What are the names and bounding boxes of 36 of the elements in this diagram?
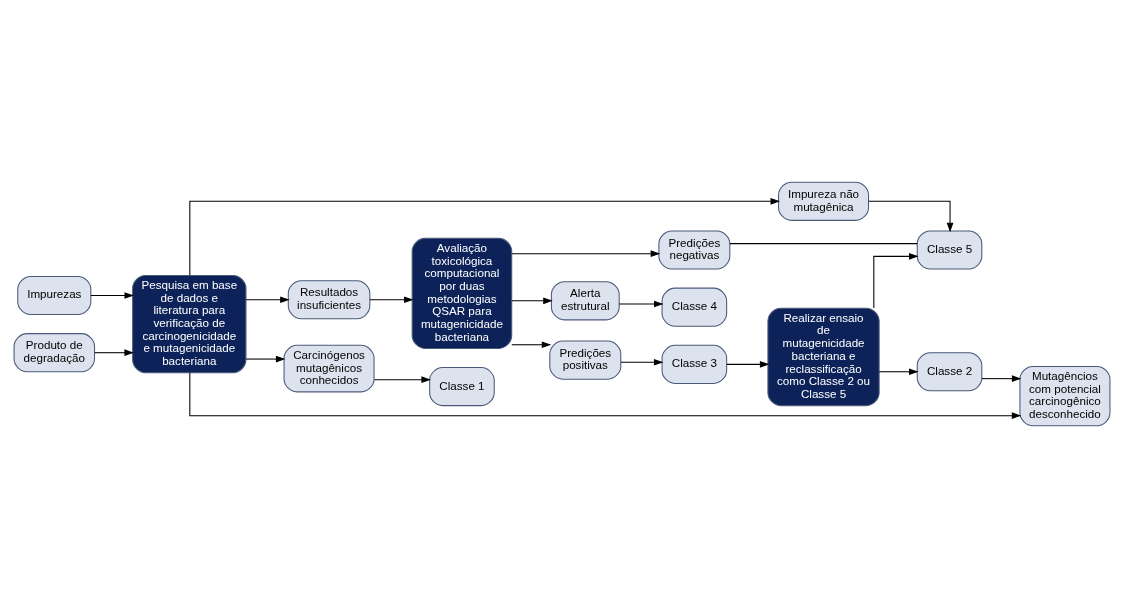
arrow	[245, 355, 286, 363]
arrow	[373, 376, 431, 384]
arrow	[620, 358, 664, 366]
node-box: Classe 4	[661, 287, 728, 327]
arrow	[878, 368, 919, 376]
arrow	[981, 375, 1022, 382]
arrow	[90, 292, 134, 299]
node-box: Classe 1	[429, 367, 495, 407]
connector	[729, 243, 918, 245]
node-box: Realizar ensaio de mutagenicidade bacteriana e reclassificação como Classe 2 ou Classe 5	[767, 307, 880, 407]
arrow	[189, 372, 1022, 420]
arrow	[511, 341, 552, 349]
node-box: Pesquisa em base de dados e literatura para verificação de carcinogenicidade e mutagenicidade bacteriana	[132, 274, 247, 374]
node-box: Classe 3	[661, 344, 728, 384]
node-box: Predições positivas	[549, 340, 622, 380]
arrow	[511, 297, 553, 305]
node-box: Alerta estrutural	[550, 281, 620, 321]
node-box: Classe 5	[916, 230, 983, 270]
node-box: Carcinógenos mutagênicos conhecidos	[283, 344, 375, 393]
node-box: Impurezas	[17, 275, 92, 316]
arrow	[618, 300, 664, 308]
arrow	[245, 296, 290, 304]
node-box: Avaliação toxicológica computacional por duas metodologias QSAR para mutagenicidade bacteriana	[411, 237, 513, 349]
arrow	[868, 200, 954, 233]
arrow	[873, 253, 919, 309]
node-box: Predições negativas	[658, 230, 731, 270]
arrow	[189, 197, 781, 276]
node-box: Classe 2	[916, 352, 983, 392]
node-box: Resultados insuficientes	[287, 280, 371, 320]
arrow	[369, 296, 414, 304]
node-box: Mutagêncios com potencial carcinogênico desconhecido	[1019, 365, 1111, 427]
node-box: Impureza não mutagênica	[778, 181, 870, 221]
arrow	[511, 250, 661, 258]
node-box: Produto de degradação	[13, 333, 96, 373]
arrow	[94, 349, 134, 357]
arrow	[726, 361, 770, 368]
